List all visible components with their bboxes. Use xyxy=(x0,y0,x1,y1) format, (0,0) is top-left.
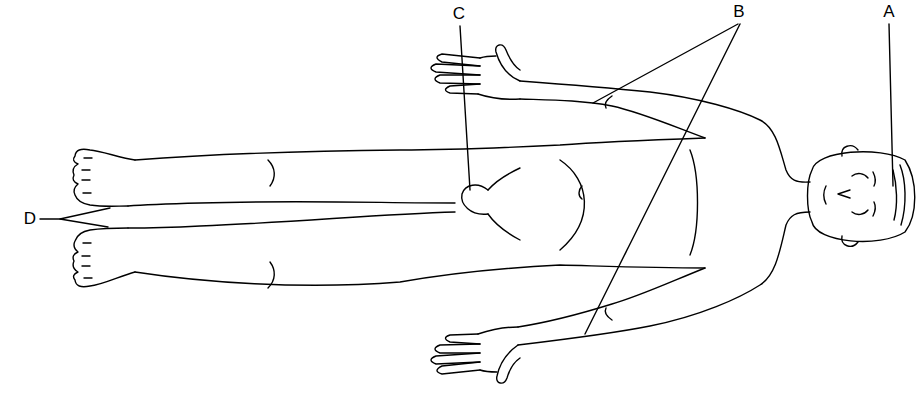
ear xyxy=(842,146,858,156)
mouth xyxy=(824,186,826,204)
navel xyxy=(579,186,582,199)
arm-outline xyxy=(518,268,705,327)
hand xyxy=(480,370,497,372)
toe-line xyxy=(82,158,92,193)
brow xyxy=(873,172,875,216)
finger xyxy=(435,344,480,353)
part-letter: B xyxy=(733,3,744,21)
hand xyxy=(478,327,518,334)
leg-outline xyxy=(128,212,455,228)
foot xyxy=(73,228,135,287)
knee-line xyxy=(268,160,274,186)
nose xyxy=(838,190,850,198)
leader-line xyxy=(593,24,738,103)
head-outline xyxy=(808,152,915,242)
leader-line xyxy=(60,219,108,227)
genitals xyxy=(462,185,488,214)
hand xyxy=(497,345,520,383)
foot xyxy=(73,149,135,206)
leg-outline xyxy=(128,202,455,206)
body-outline xyxy=(520,81,810,182)
body-outline xyxy=(518,212,810,345)
elbow-crease xyxy=(605,308,612,320)
eye xyxy=(852,174,868,215)
hand xyxy=(478,94,520,99)
finger xyxy=(446,334,481,344)
arm-outline xyxy=(520,99,705,138)
finger xyxy=(431,353,480,364)
chest-line xyxy=(690,150,698,255)
part-letter: A xyxy=(883,3,894,21)
elbow-crease xyxy=(605,96,612,108)
hair-lines xyxy=(893,165,905,225)
part-letter: D xyxy=(24,210,36,228)
finger xyxy=(431,64,480,75)
groin-line xyxy=(488,168,520,240)
hand xyxy=(480,56,496,58)
body-outline xyxy=(135,265,705,285)
part-letter: C xyxy=(453,5,465,23)
leader-line xyxy=(460,26,470,190)
knee-line xyxy=(268,262,274,288)
body-outline xyxy=(135,138,705,160)
hand xyxy=(496,45,520,81)
finger xyxy=(446,84,481,94)
ear xyxy=(842,236,858,246)
leader-line xyxy=(40,208,110,219)
toe-line xyxy=(82,243,92,278)
finger xyxy=(435,75,480,84)
leader-line xyxy=(889,24,893,186)
hip-line xyxy=(560,160,584,250)
leader-line xyxy=(585,24,740,334)
